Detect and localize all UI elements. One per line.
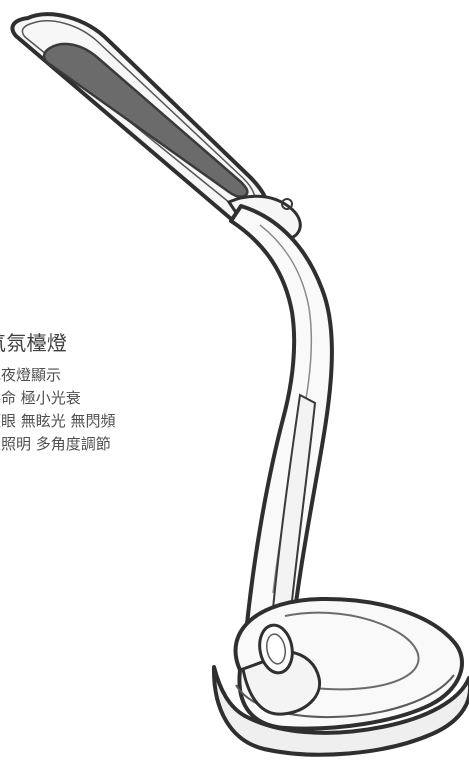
feature-line: 護眼 無眩光 無閃頻 <box>0 412 116 430</box>
power-button-inner-ring <box>266 633 286 665</box>
joint-screw-icon <box>281 198 293 210</box>
lamp-light-panel <box>42 42 249 198</box>
feature-line: 色夜燈顯示 <box>0 366 62 384</box>
feature-line: 立照明 多角度調節 <box>0 435 111 453</box>
lamp-base-front <box>211 665 469 757</box>
feature-line: 壽命 極小光衰 <box>0 389 81 407</box>
product-feature-copy: 氣氛檯燈 色夜燈顯示 壽命 極小光衰 護眼 無眩光 無閃頻 立照明 多角度調節 <box>0 330 176 456</box>
product-title: 氣氛檯燈 <box>0 331 68 355</box>
lamp-stem-base-joint <box>241 650 322 716</box>
lamp-base-inner-curve <box>284 611 420 691</box>
power-button-icon <box>258 623 294 675</box>
